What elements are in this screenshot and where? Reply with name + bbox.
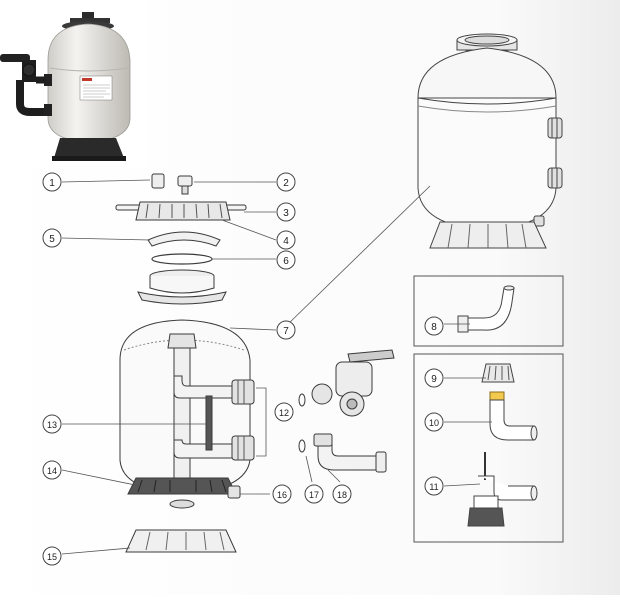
callout-2: 2 [276,172,296,192]
callout-number: 17 [309,490,319,500]
callout-number: 12 [279,408,289,418]
callout-number: 5 [49,234,55,245]
callout-7: 7 [276,320,296,340]
exploded-tank-drawing [115,173,255,553]
lateral-kit-drawing [467,363,538,527]
callout-layer: 1 2 3 4 5 6 7 8 9 10 11 12 13 14 15 16 1… [42,172,444,566]
callout-15: 15 [42,546,62,566]
callout-4: 4 [276,230,296,250]
callout-8: 8 [424,316,444,336]
callout-17: 17 [304,484,324,504]
kit-boxes [413,275,564,543]
callout-3: 3 [276,202,296,222]
callout-5: 5 [42,228,62,248]
callout-number: 18 [337,490,347,500]
callout-number: 8 [431,322,437,333]
callout-14: 14 [42,460,62,480]
product-photo [0,0,148,168]
callout-number: 2 [283,178,289,189]
valve-drawing [298,349,395,473]
callout-9: 9 [424,368,444,388]
callout-number: 11 [429,482,438,492]
callout-number: 15 [47,552,57,562]
callout-number: 1 [49,178,55,189]
callout-18: 18 [332,484,352,504]
assembled-tank-drawing [417,33,563,249]
callout-11: 11 [424,476,444,496]
callout-number: 13 [47,420,57,430]
callout-number: 9 [431,374,437,385]
callout-number: 16 [277,490,287,500]
callout-16: 16 [272,484,292,504]
callout-number: 6 [283,256,289,267]
leader-lines [61,179,492,555]
callout-number: 7 [283,326,289,337]
callout-6: 6 [276,250,296,270]
callout-10: 10 [424,412,444,432]
callout-12: 12 [274,402,294,422]
callout-number: 3 [283,208,289,219]
callout-1: 1 [42,172,62,192]
callout-number: 10 [429,418,439,428]
callout-number: 4 [283,236,289,247]
callout-number: 14 [47,466,57,476]
callout-13: 13 [42,414,62,434]
